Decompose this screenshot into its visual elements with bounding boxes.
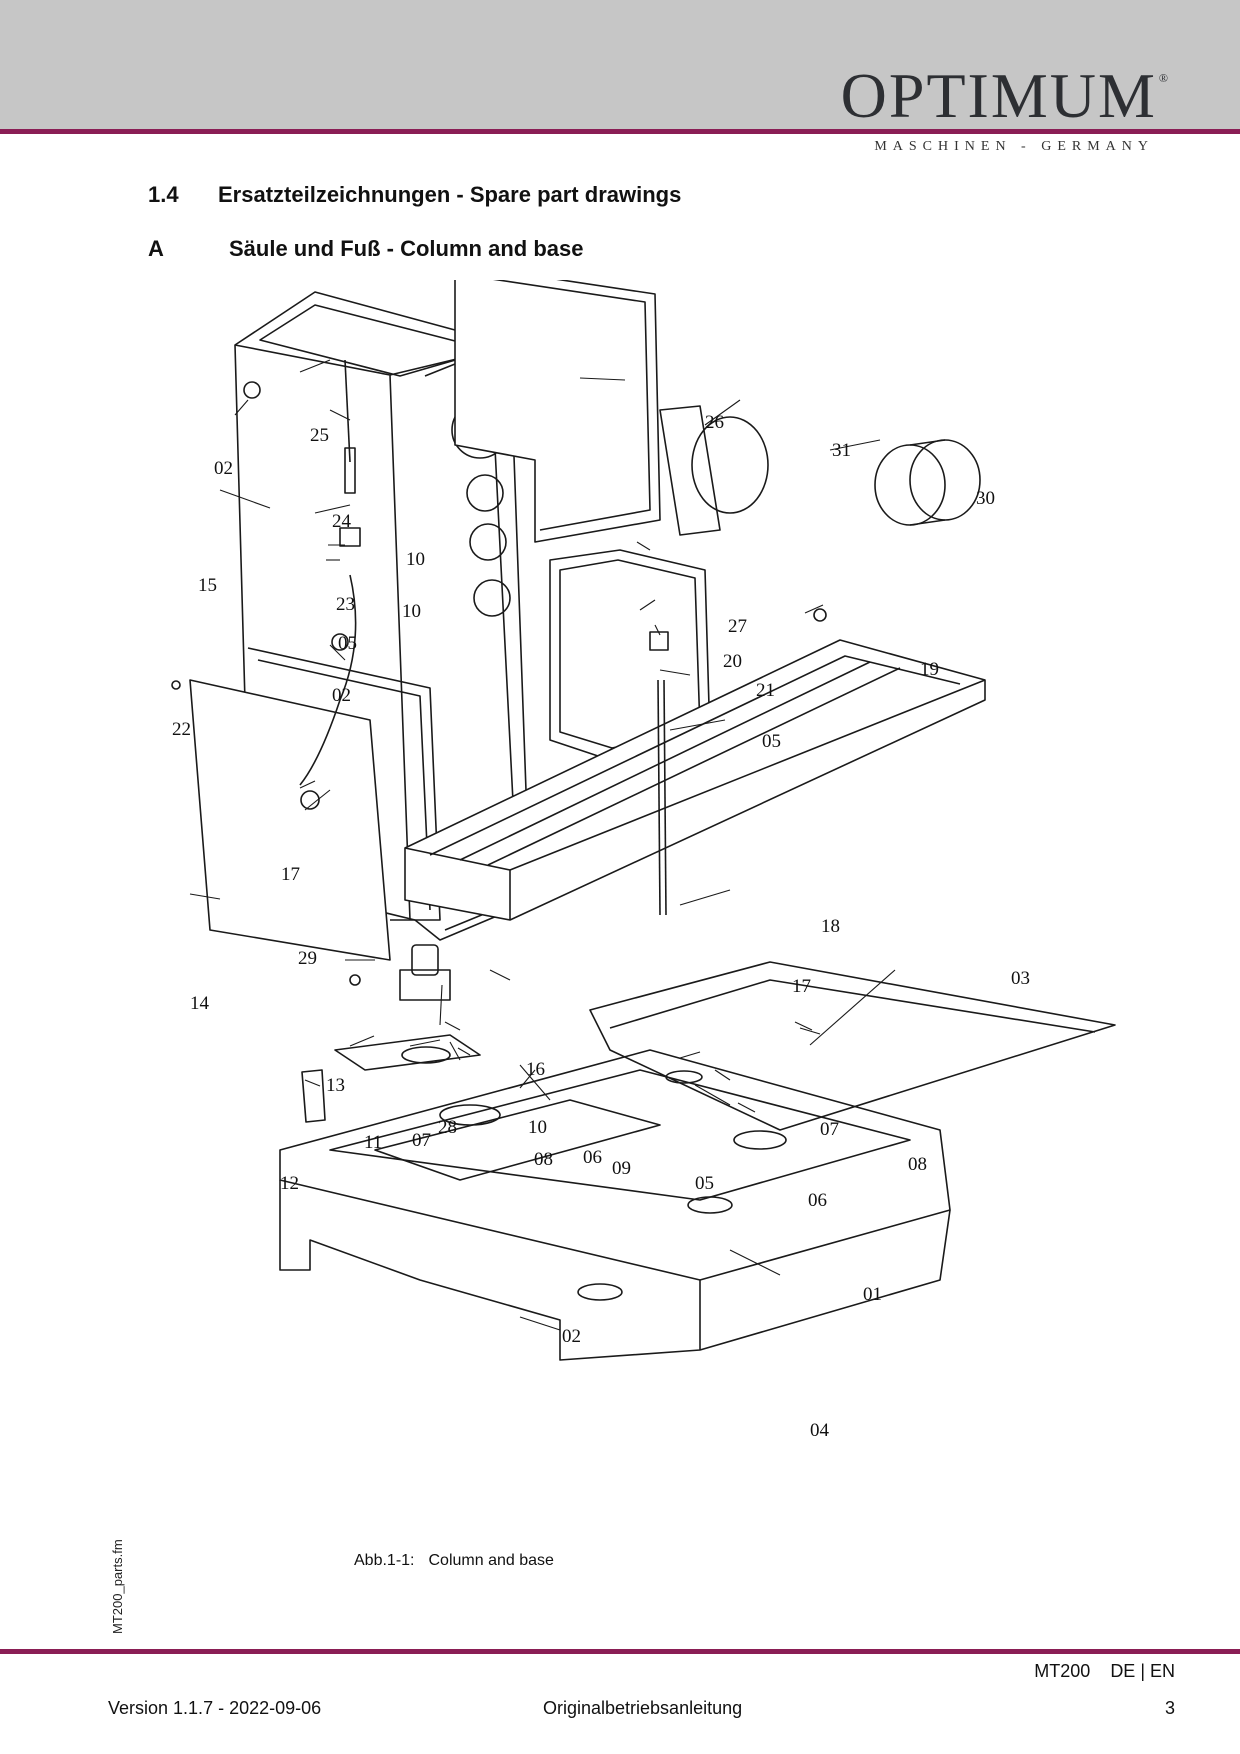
part-label-02-top: 02 <box>214 458 233 479</box>
part-label-07-left: 07 <box>412 1130 431 1151</box>
side-file-name: MT200_parts.fm <box>110 1539 125 1634</box>
footer-model: MT200 DE | EN <box>1034 1661 1175 1682</box>
figure-number: Abb.1-1: <box>354 1552 415 1569</box>
part-label-18: 18 <box>821 916 840 937</box>
part-label-06-center: 06 <box>583 1147 602 1168</box>
small-parts <box>171 359 981 1123</box>
part-label-04: 04 <box>810 1420 830 1441</box>
part-label-13: 13 <box>326 1075 345 1096</box>
part-label-30: 30 <box>976 488 995 509</box>
part-label-09: 09 <box>612 1158 631 1179</box>
back-cover-plate <box>454 280 661 543</box>
part-label-05-base: 05 <box>695 1173 714 1194</box>
part-label-16: 16 <box>526 1059 545 1080</box>
part-label-28: 28 <box>438 1117 457 1138</box>
part-label-02-base: 02 <box>562 1326 581 1347</box>
part-label-01: 01 <box>863 1284 882 1305</box>
part-label-22: 22 <box>172 719 191 740</box>
part-label-25: 25 <box>310 425 329 446</box>
part-label-02-mid: 02 <box>332 685 351 706</box>
section-title: Ersatzteilzeichnungen - Spare part drawi… <box>218 182 682 207</box>
part-label-20: 20 <box>723 651 742 672</box>
part-label-10-base: 10 <box>528 1117 547 1138</box>
part-label-05-right: 05 <box>762 731 781 752</box>
exploded-parts-drawing: 01 02 02 02 03 04 05 05 05 06 06 07 07 0… <box>171 280 1116 1441</box>
part-label-29: 29 <box>298 948 317 969</box>
brand-name: OPTIMUM <box>840 60 1157 131</box>
brand-subtitle: MASCHINEN - GERMANY <box>874 139 1154 154</box>
footer-rule <box>0 1649 1240 1654</box>
footer-version: Version 1.1.7 - 2022-09-06 <box>108 1698 322 1718</box>
model-languages: DE | EN <box>1110 1661 1175 1681</box>
part-label-08-right: 08 <box>908 1154 927 1175</box>
page-number: 3 <box>1164 1698 1175 1718</box>
part-label-26: 26 <box>705 412 724 433</box>
part-label-17-left: 17 <box>281 864 300 885</box>
machine-base <box>279 1049 951 1361</box>
brand-logo: OPTIMUM® <box>841 64 1170 128</box>
figure-caption: Abb.1-1: Column and base <box>354 1552 554 1570</box>
part-label-23: 23 <box>336 594 355 615</box>
leader-lines <box>189 359 896 1331</box>
part-label-27: 27 <box>728 616 747 637</box>
part-label-08-left: 08 <box>534 1149 553 1170</box>
machine-table <box>404 639 986 921</box>
part-label-12: 12 <box>280 1173 299 1194</box>
subsection-letter: A <box>148 236 164 261</box>
part-label-06-right: 06 <box>808 1190 827 1211</box>
registered-mark: ® <box>1158 71 1170 85</box>
chip-tray <box>589 961 1116 1131</box>
part-label-24: 24 <box>332 511 352 532</box>
part-label-10-lower: 10 <box>402 601 421 622</box>
part-label-15: 15 <box>198 575 217 596</box>
section-number: 1.4 <box>148 182 179 207</box>
part-label-21: 21 <box>756 680 775 701</box>
model-name: MT200 <box>1034 1661 1091 1681</box>
part-label-10-upper: 10 <box>406 549 425 570</box>
subsection-heading: A Säule und Fuß - Column and base <box>148 236 583 262</box>
subsection-title: Säule und Fuß - Column and base <box>229 236 584 261</box>
footer-doc-type: Originalbetriebsanleitung <box>543 1698 743 1718</box>
part-label-07-right: 07 <box>820 1119 839 1140</box>
part-label-14: 14 <box>190 993 210 1014</box>
side-cover-panel <box>189 647 441 961</box>
part-label-03: 03 <box>1011 968 1030 989</box>
part-label-31: 31 <box>832 440 851 461</box>
part-label-05-left: 05 <box>338 633 357 654</box>
header-rule <box>0 129 1240 134</box>
section-heading: 1.4 Ersatzteilzeichnungen - Spare part dr… <box>148 182 681 208</box>
header-band <box>0 0 1240 131</box>
part-label-19: 19 <box>920 659 939 680</box>
part-label-11: 11 <box>364 1132 382 1153</box>
part-label-17-right: 17 <box>792 976 811 997</box>
figure-caption-text: Column and base <box>428 1552 554 1569</box>
